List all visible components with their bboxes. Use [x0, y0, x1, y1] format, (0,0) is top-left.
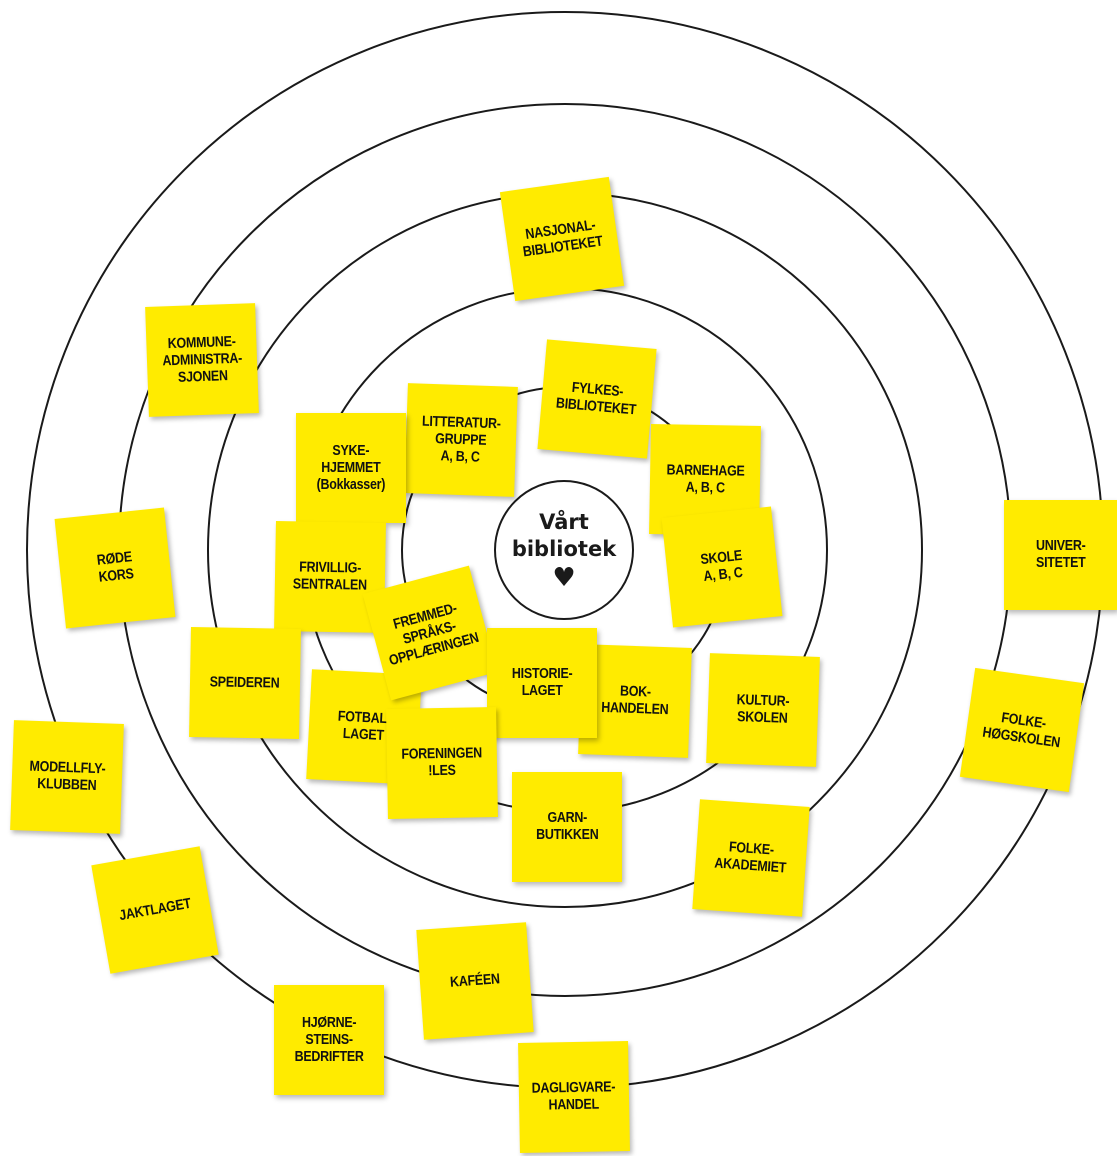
heart-icon: ♥ — [552, 563, 576, 593]
note-modellflyklubben: MODELLFLY- KLUBBEN — [10, 720, 124, 834]
note-folkehogskolen: FOLKE- HØGSKOLEN — [959, 667, 1085, 793]
note-kafeen: KAFÉEN — [416, 922, 534, 1040]
note-skole: SKOLE A, B, C — [661, 506, 783, 628]
note-garnbutikken: GARN- BUTIKKEN — [512, 772, 622, 882]
note-kulturskolen: KULTUR- SKOLEN — [706, 653, 820, 767]
note-litteraturgruppe: LITTERATUR- GRUPPE A, B, C — [404, 383, 518, 497]
center-title: Vårt bibliotek — [511, 510, 617, 561]
note-rode-kors: RØDE KORS — [54, 507, 176, 629]
note-kommuneadministrasjonen: KOMMUNE- ADMINISTRA- SJONEN — [145, 303, 259, 417]
note-nasjonalbiblioteket: NASJONAL- BIBLIOTEKET — [499, 176, 625, 302]
note-hjornesteinsbedrifter: HJØRNE- STEINS- BEDRIFTER — [274, 985, 384, 1095]
library-center: Vårt bibliotek ♥ — [494, 480, 634, 620]
note-jaktlaget: JAKTLAGET — [91, 846, 219, 974]
note-fylkesbiblioteket: FYLKES- BIBLIOTEKET — [537, 339, 657, 459]
note-foreningen-les: FORENINGEN !LES — [386, 707, 498, 819]
note-universitetet: UNIVER- SITETET — [1004, 500, 1117, 610]
note-historielaget: HISTORIE- LAGET — [487, 628, 597, 738]
note-sykehjemmet: SYKE- HJEMMET (Bokkasser) — [296, 413, 406, 523]
note-folkeakademiet: FOLKE- AKADEMIET — [692, 799, 810, 917]
note-dagligvarehandel: DAGLIGVARE- HANDEL — [518, 1041, 630, 1153]
note-speideren: SPEIDEREN — [189, 627, 301, 739]
